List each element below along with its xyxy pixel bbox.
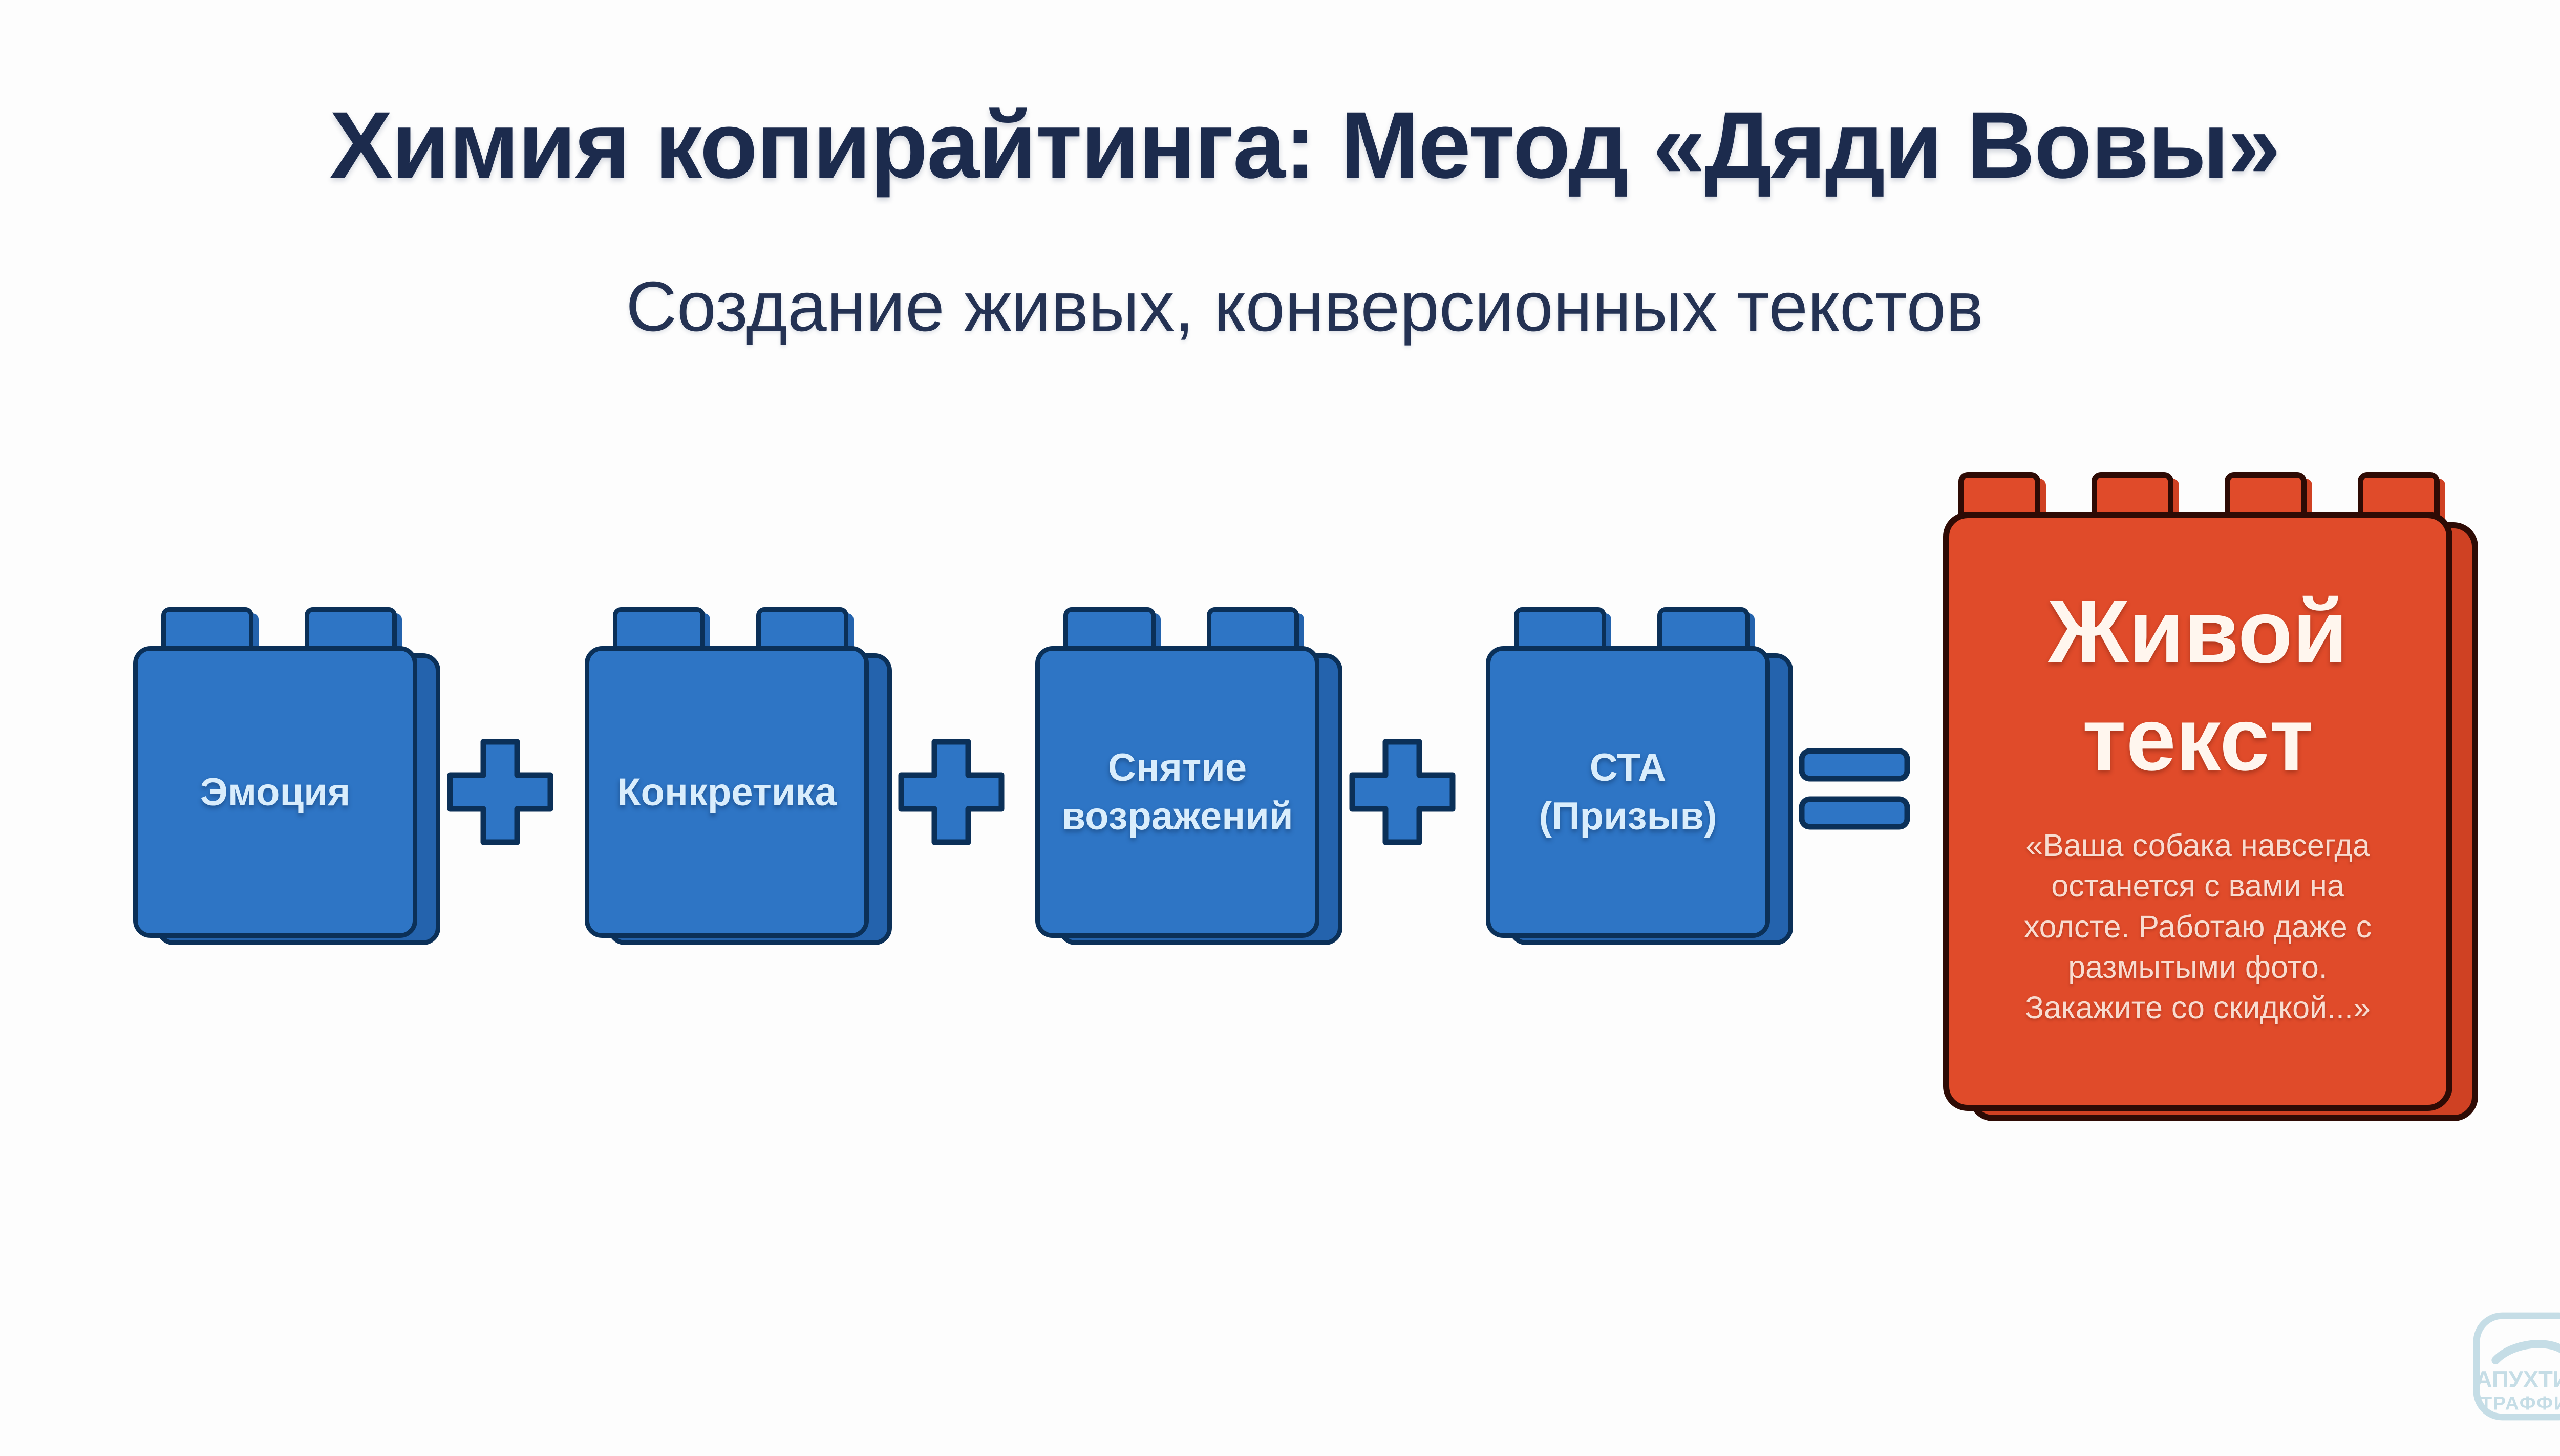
brick-face: Конкретика <box>585 646 869 938</box>
result-title: Живой текст <box>2048 579 2348 794</box>
brick-specifics: Конкретика <box>585 607 892 955</box>
result-quote: «Ваша собака навсегда останется с вами н… <box>2024 825 2372 1028</box>
brick-face: СТА (Призыв) <box>1486 646 1770 938</box>
plus-icon <box>898 739 1005 845</box>
watermark-logo: АПУХТИН ТРАФФИК <box>2473 1312 2560 1421</box>
watermark-line1: АПУХТИН <box>2476 1366 2560 1392</box>
result-title-line: Живой <box>2047 582 2348 682</box>
watermark-arc-icon <box>2491 1340 2560 1364</box>
result-quote-line: останется с вами на <box>2051 868 2344 904</box>
brick-face: Живой текст «Ваша собака навсегда остане… <box>1943 512 2452 1111</box>
equals-icon <box>1799 748 1910 830</box>
brick-label-line: (Призыв) <box>1539 795 1717 838</box>
brick-label-line: Эмоция <box>200 770 351 814</box>
plus-icon <box>1349 739 1456 845</box>
brick-label-line: Снятие <box>1107 746 1247 789</box>
brick-emotion: Эмоция <box>133 607 440 955</box>
brick-label: Конкретика <box>617 768 837 817</box>
result-quote-line: Закажите со скидкой...» <box>2025 990 2371 1025</box>
brick-label: Снятие возражений <box>1061 743 1293 841</box>
brick-label-line: СТА <box>1589 746 1667 789</box>
result-quote-line: «Ваша собака навсегда <box>2025 828 2370 863</box>
brick-result-living-text: Живой текст «Ваша собака навсегда остане… <box>1943 472 2486 1132</box>
brick-cta: СТА (Призыв) <box>1486 607 1793 955</box>
brick-face: Эмоция <box>133 646 417 938</box>
brick-label: Эмоция <box>200 768 351 817</box>
brick-label-line: возражений <box>1061 795 1293 838</box>
plus-icon <box>447 739 553 845</box>
result-title-line: текст <box>2082 690 2314 789</box>
brick-label: СТА (Призыв) <box>1539 743 1717 841</box>
result-quote-line: холсте. Работаю даже с <box>2023 909 2372 944</box>
brick-face: Снятие возражений <box>1035 646 1319 938</box>
brick-objection-removal: Снятие возражений <box>1035 607 1342 955</box>
brick-label-line: Конкретика <box>617 770 837 814</box>
watermark-line2: ТРАФФИК <box>2480 1393 2560 1414</box>
result-quote-line: размытыми фото. <box>2068 949 2328 984</box>
page-title: Химия копирайтинга: Метод «Дяди Вовы» <box>329 93 2281 198</box>
page-subtitle: Создание живых, конверсионных текстов <box>626 267 1983 346</box>
